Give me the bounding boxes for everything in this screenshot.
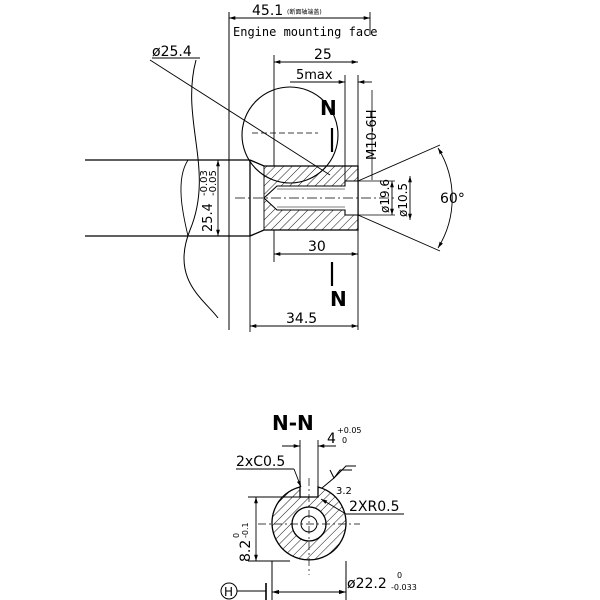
angle-label: 60° bbox=[440, 191, 465, 207]
hole-dia-19: ø19.6 bbox=[378, 179, 392, 213]
countersink-angle bbox=[357, 144, 453, 252]
dim-30 bbox=[273, 230, 359, 330]
dim-30-value: 30 bbox=[308, 239, 326, 255]
section-view bbox=[258, 478, 360, 575]
shaft-tol-upper: -0.03 bbox=[199, 170, 210, 196]
dim-5max-value: 5max bbox=[296, 68, 333, 83]
dim-5max bbox=[290, 75, 372, 181]
section-mark-top: N bbox=[320, 96, 337, 120]
datum-and-diameter bbox=[220, 561, 347, 600]
key-depth-lower: -0.1 bbox=[241, 522, 250, 538]
dim-34-5-value: 34.5 bbox=[286, 311, 317, 327]
section-mark-bottom: N bbox=[330, 287, 347, 311]
chamfer-label: 2xC0.5 bbox=[236, 454, 285, 470]
chamfer-leader bbox=[236, 468, 302, 488]
key-width-base: 4 bbox=[327, 431, 336, 447]
shaft-tol-base: 25.4 bbox=[201, 203, 216, 232]
dim-overall-note: (断面轴端盖) bbox=[287, 8, 322, 16]
dim-overall-value: 45.1 bbox=[252, 3, 283, 19]
radius-leader bbox=[320, 498, 404, 515]
dim-25-value: 25 bbox=[314, 47, 332, 63]
section-dia-lower: -0.033 bbox=[391, 583, 417, 592]
dim-hole-diameters bbox=[358, 176, 412, 220]
section-dia-upper: 0 bbox=[397, 571, 402, 580]
hole-dia-10: ø10.5 bbox=[396, 183, 410, 217]
key-width-lower: 0 bbox=[342, 436, 347, 445]
shaft-diameter-label: ø25.4 bbox=[152, 44, 192, 60]
key-depth-upper: 0 bbox=[232, 533, 241, 538]
thread-label: M10-6H bbox=[365, 110, 380, 161]
detail-circle bbox=[149, 59, 339, 184]
radius-label: 2XR0.5 bbox=[349, 499, 400, 515]
roughness-symbol bbox=[321, 465, 356, 489]
datum-label: H bbox=[224, 585, 233, 599]
dim-45-1 bbox=[229, 12, 371, 35]
shaft-tol-lower: -0.05 bbox=[208, 170, 219, 196]
dim-34-5 bbox=[249, 236, 358, 332]
dim-key-depth bbox=[248, 496, 300, 562]
section-dia-base: ø22.2 bbox=[347, 576, 387, 592]
roughness-label: 3.2 bbox=[336, 486, 352, 497]
engine-face-label: Engine mounting face bbox=[233, 25, 378, 39]
dim-25 bbox=[273, 55, 358, 166]
key-width-upper: +0.05 bbox=[337, 426, 362, 435]
key-depth-base: 8.2 bbox=[238, 540, 254, 562]
section-title: N-N bbox=[272, 411, 314, 435]
shaft-side-view bbox=[85, 12, 395, 330]
